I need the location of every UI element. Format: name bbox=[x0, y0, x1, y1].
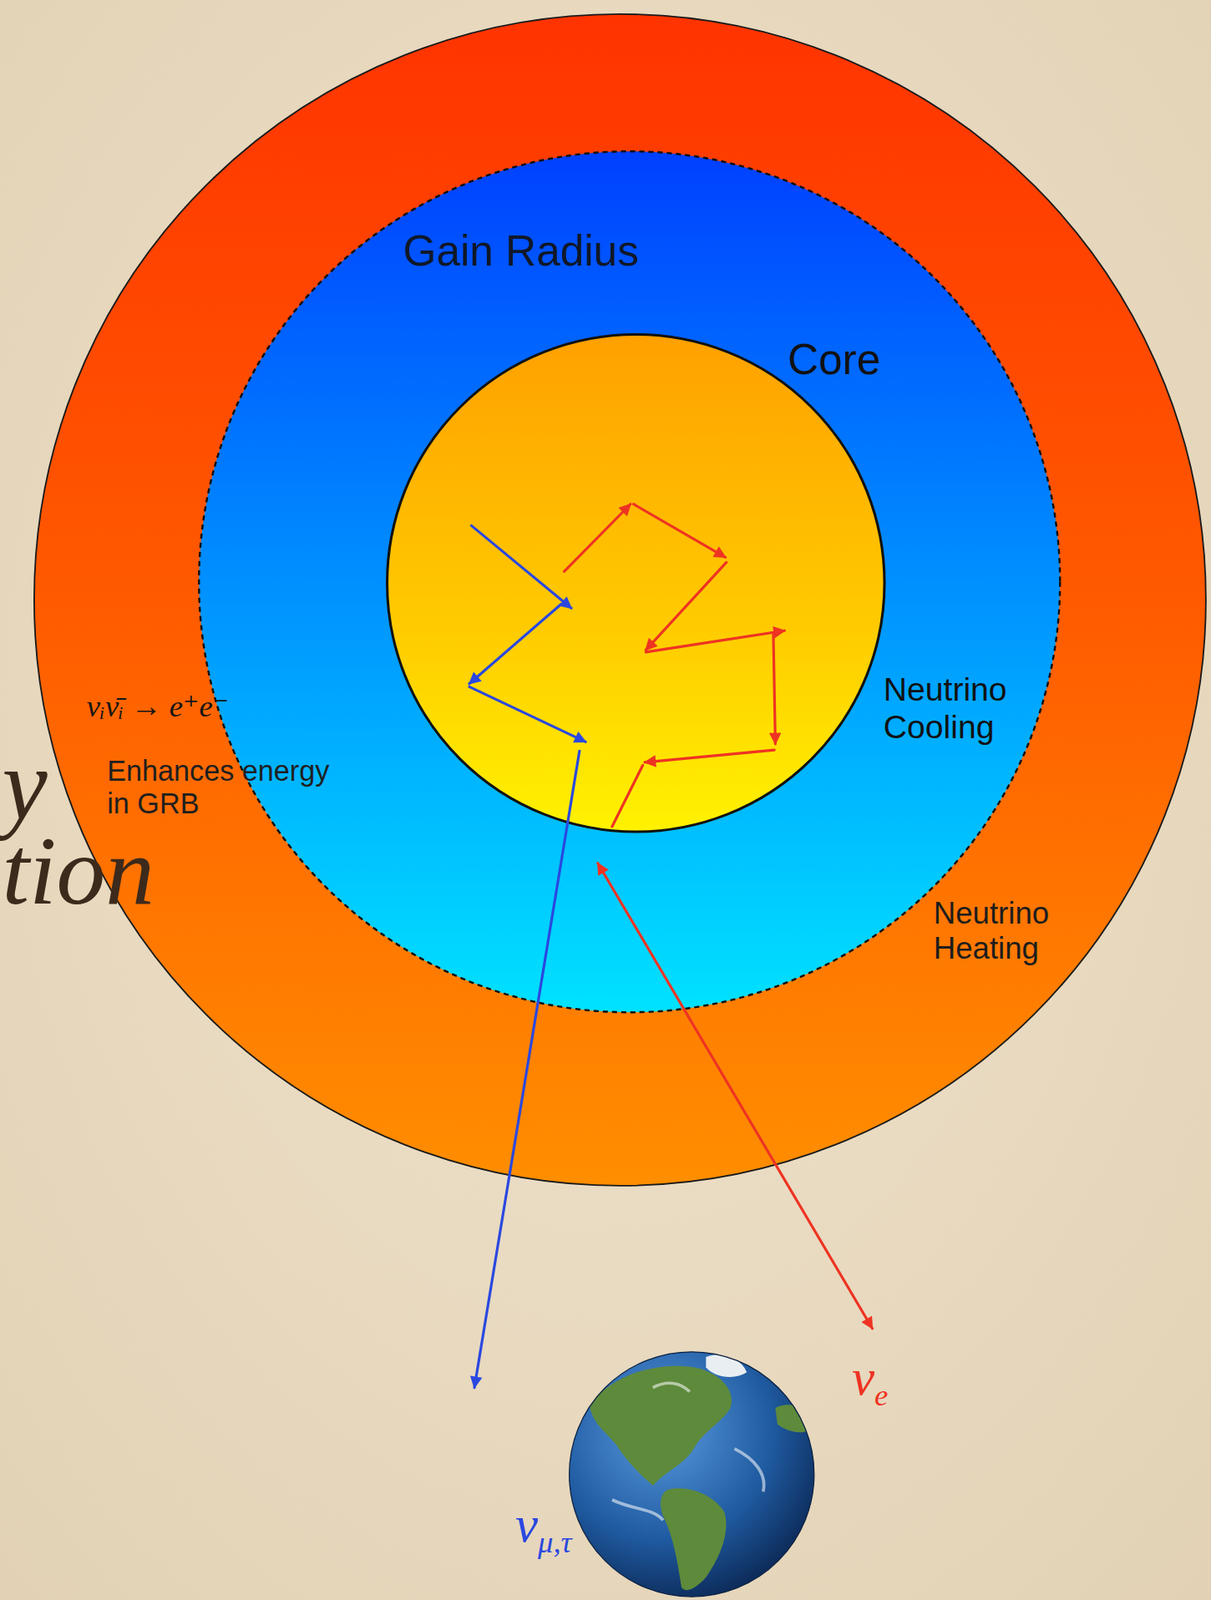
neutrino-path-arrow bbox=[644, 749, 775, 763]
neutrino-path-arrow bbox=[612, 765, 644, 826]
earth-land bbox=[589, 1354, 815, 1591]
neutrino-path-arrow bbox=[773, 633, 776, 745]
circle-fill bbox=[198, 151, 1060, 1013]
circle-fill bbox=[386, 334, 885, 833]
neutrino-path-arrow bbox=[564, 504, 631, 573]
neutrino-path-arrow bbox=[471, 525, 572, 609]
symbol-main: ν bbox=[851, 1349, 875, 1406]
earth-ocean bbox=[569, 1352, 815, 1597]
land-north-america bbox=[589, 1366, 732, 1486]
region-title: Core bbox=[787, 334, 881, 385]
circle-fill bbox=[34, 14, 1206, 1186]
neutrino-path-arrow bbox=[469, 603, 562, 684]
text-slot: νᵢν̄ᵢ → e⁺e⁻ bbox=[86, 689, 229, 725]
neutrino-flavor-label: νμ,τ bbox=[515, 1495, 573, 1561]
land-greenland bbox=[705, 1354, 747, 1378]
reaction-equation: νᵢν̄ᵢ → e⁺e⁻ bbox=[86, 689, 229, 725]
neutrino-flavor-label: νe bbox=[851, 1348, 888, 1414]
text-slot: Gain Radius bbox=[403, 226, 639, 276]
neutrino-paths bbox=[469, 504, 873, 1389]
cloud-streak bbox=[612, 1499, 664, 1521]
region-title: Gain Radius bbox=[403, 226, 639, 276]
earth-globe bbox=[569, 1352, 815, 1597]
slide-title-fragment: tion bbox=[1, 814, 154, 928]
heating-region-circle: Neutrino HeatingGain RadiusNeutrino Cool… bbox=[33, 13, 1207, 1187]
gain-radius-circle: Gain RadiusNeutrino Cooling Core bbox=[197, 150, 1061, 1014]
text-slot: νμ,τ bbox=[515, 1495, 573, 1561]
text-slot: Neutrino Cooling bbox=[883, 671, 1032, 747]
neutrino-path-arrow bbox=[633, 504, 726, 558]
cloud-streak bbox=[653, 1383, 690, 1392]
symbol-subscript: μ,τ bbox=[537, 1525, 573, 1560]
text-slot: Neutrino Heating bbox=[933, 896, 1072, 967]
cloud-streak bbox=[734, 1449, 765, 1492]
earth-rim bbox=[569, 1352, 815, 1597]
symbol-subscript: e bbox=[874, 1378, 888, 1413]
neutrino-path-arrow bbox=[469, 686, 586, 742]
earth-clouds bbox=[612, 1383, 765, 1521]
text-slot: νe bbox=[851, 1348, 888, 1414]
text-slot: Enhances energy in GRB bbox=[106, 754, 344, 821]
symbol-main: ν bbox=[515, 1496, 538, 1553]
neutrino-path-arrow bbox=[474, 750, 580, 1388]
core-circle: Core bbox=[385, 333, 887, 834]
region-label: Neutrino Cooling bbox=[883, 671, 1032, 747]
text-slot: Core bbox=[787, 334, 881, 385]
land-africa-edge bbox=[775, 1404, 814, 1433]
circle-outline bbox=[385, 333, 887, 834]
neutrino-path-arrow bbox=[645, 562, 727, 650]
region-label: Neutrino Heating bbox=[933, 896, 1072, 967]
text-slot: tion bbox=[1, 814, 154, 928]
land-south-america bbox=[660, 1488, 726, 1591]
neutrino-path-arrow bbox=[597, 863, 873, 1329]
neutrino-path-arrow bbox=[645, 630, 785, 653]
annotation-note: Enhances energy in GRB bbox=[106, 754, 344, 821]
